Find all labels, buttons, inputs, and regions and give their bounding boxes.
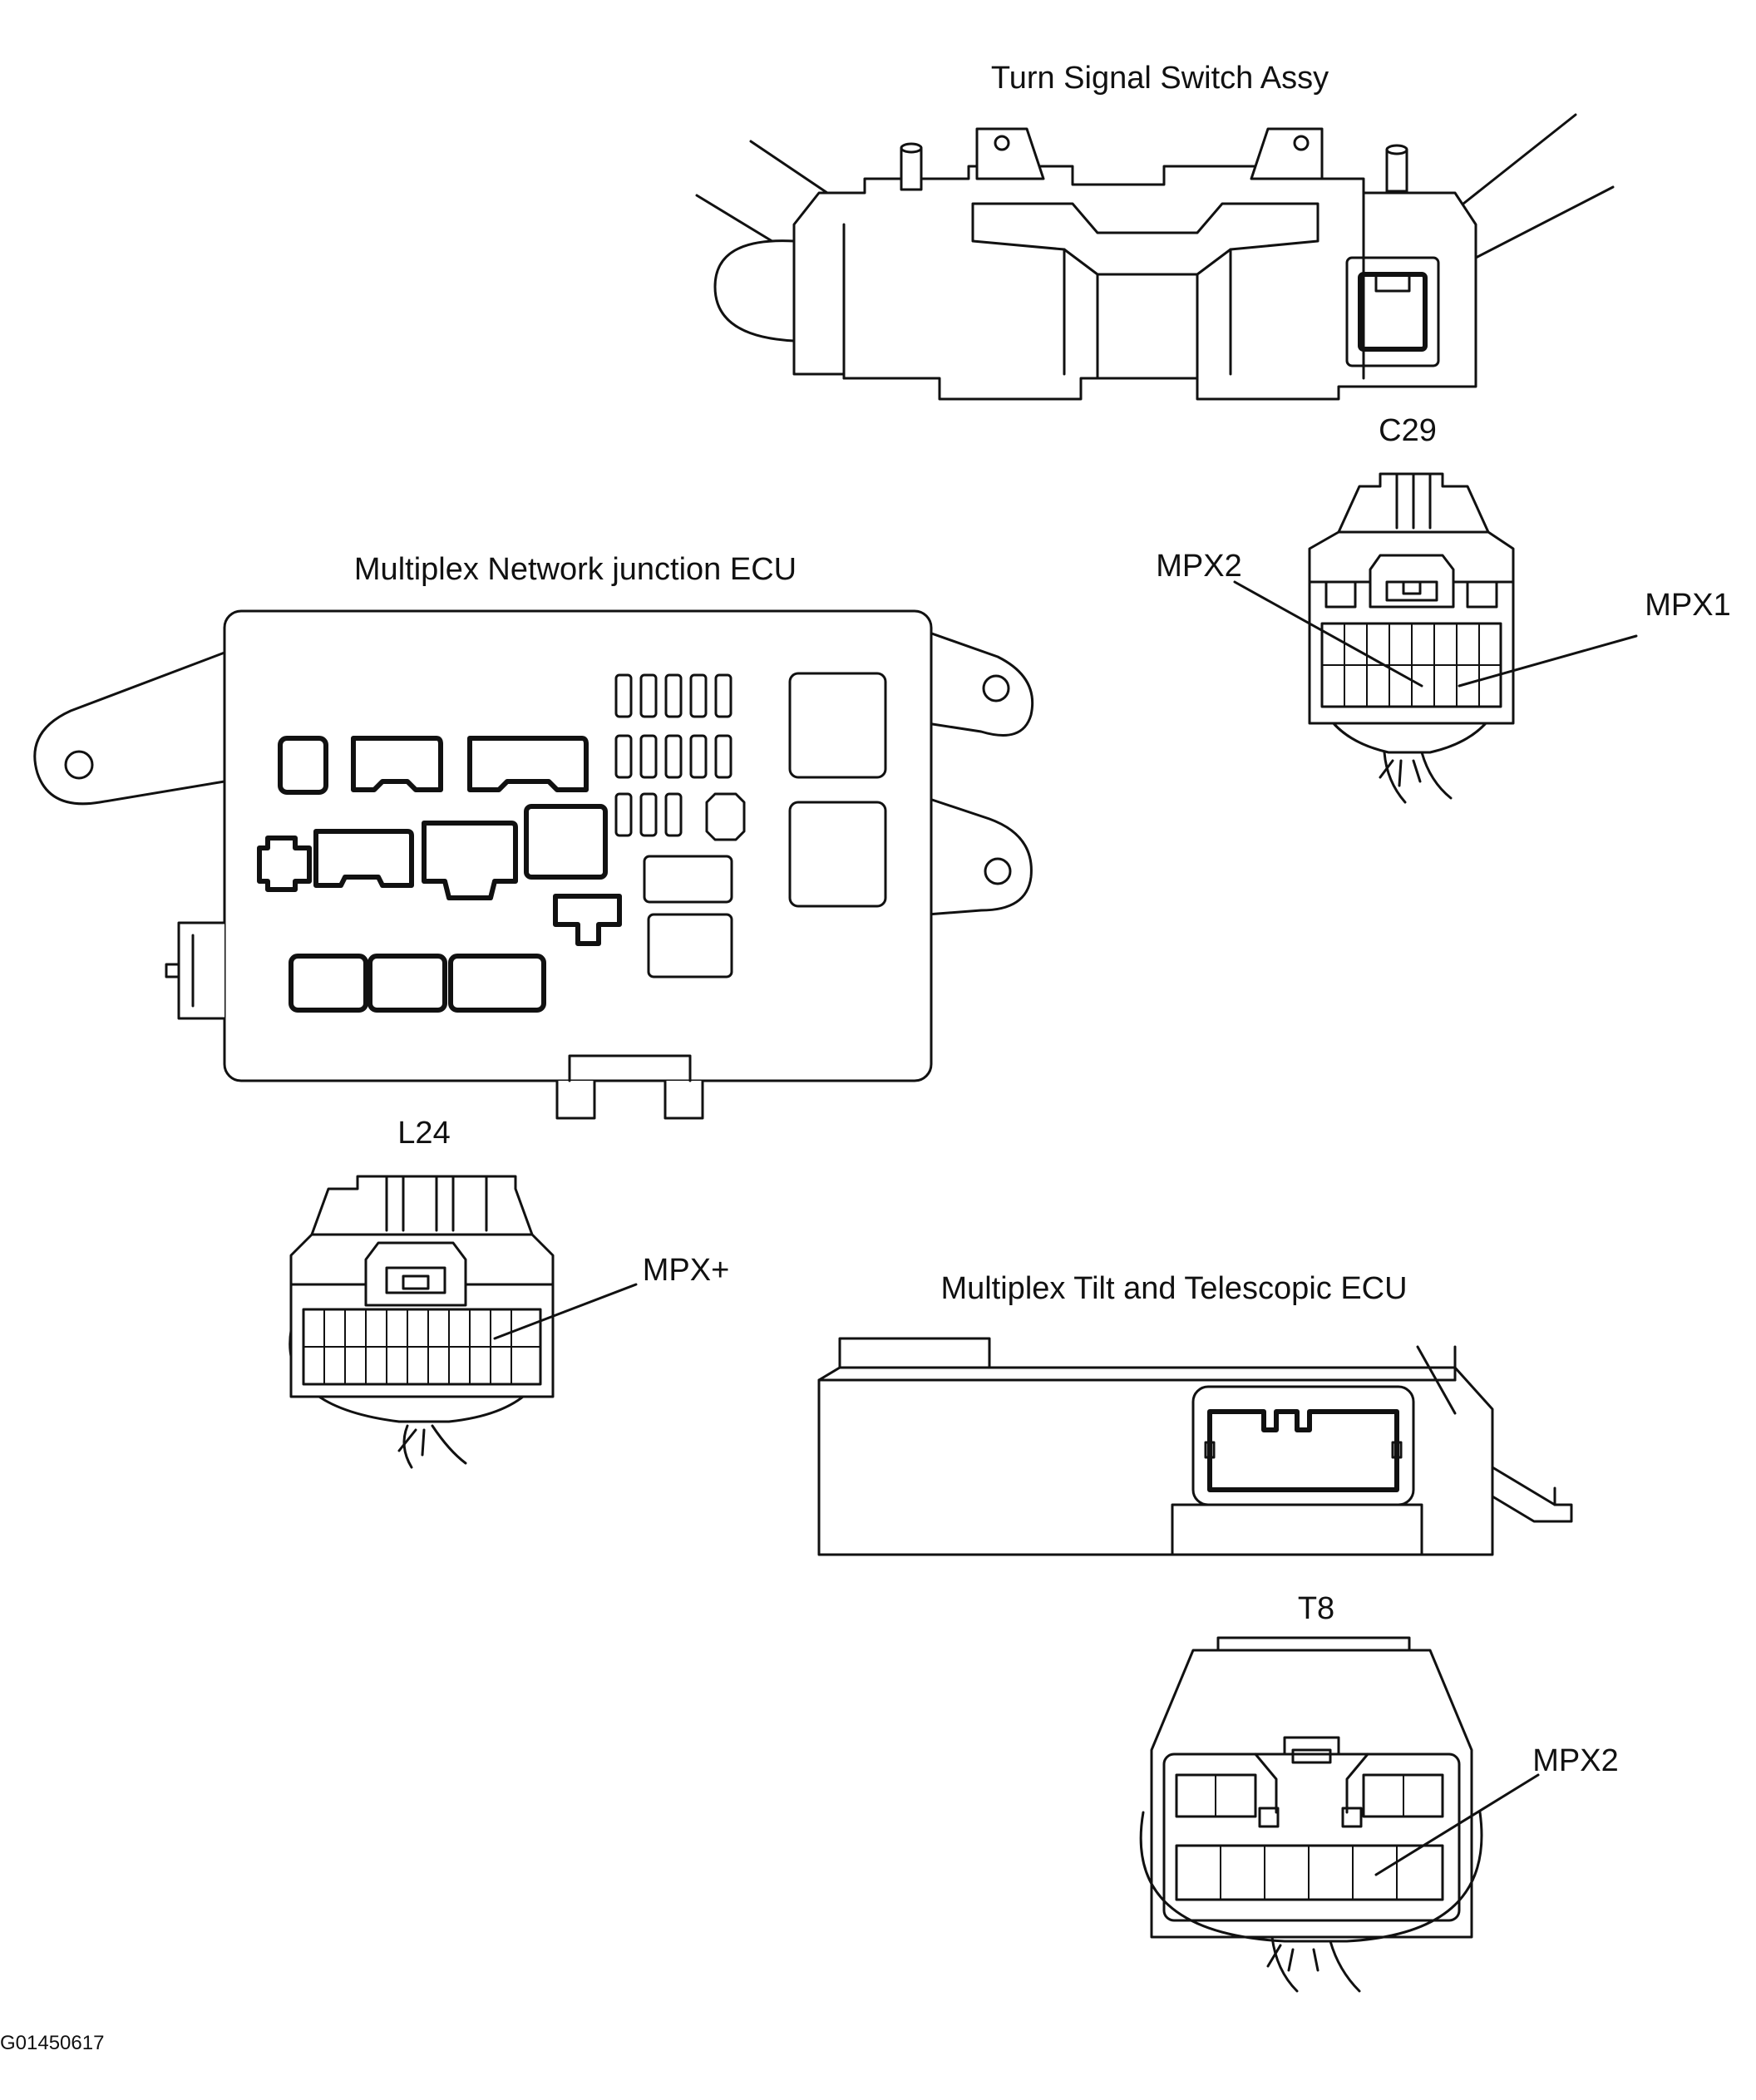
tilt-telescopic-ecu-title: Multiplex Tilt and Telescopic ECU xyxy=(940,1271,1407,1306)
l24-connector-code: L24 xyxy=(397,1116,450,1151)
tilt-telescopic-ecu-drawing xyxy=(817,1337,1573,1556)
turn-signal-switch-title: Turn Signal Switch Assy xyxy=(991,61,1329,96)
t8-connector-code: T8 xyxy=(1298,1591,1334,1626)
junction-ecu-title: Multiplex Network junction ECU xyxy=(354,552,797,587)
t8-mpx2-label: MPX2 xyxy=(1532,1743,1618,1778)
l24-mpx-plus-label: MPX+ xyxy=(643,1253,730,1288)
turn-signal-switch-drawing xyxy=(695,113,1615,401)
c29-mpx1-label: MPX1 xyxy=(1645,588,1730,623)
c29-connector-code: C29 xyxy=(1379,413,1437,448)
junction-ecu-drawing xyxy=(33,609,1034,1120)
t8-connector-drawing xyxy=(1139,1636,1540,1993)
figure-id: G01450617 xyxy=(0,2032,104,2054)
c29-mpx2-label: MPX2 xyxy=(1156,549,1241,584)
c29-connector-drawing xyxy=(1233,472,1638,804)
l24-connector-drawing xyxy=(289,1175,638,1469)
